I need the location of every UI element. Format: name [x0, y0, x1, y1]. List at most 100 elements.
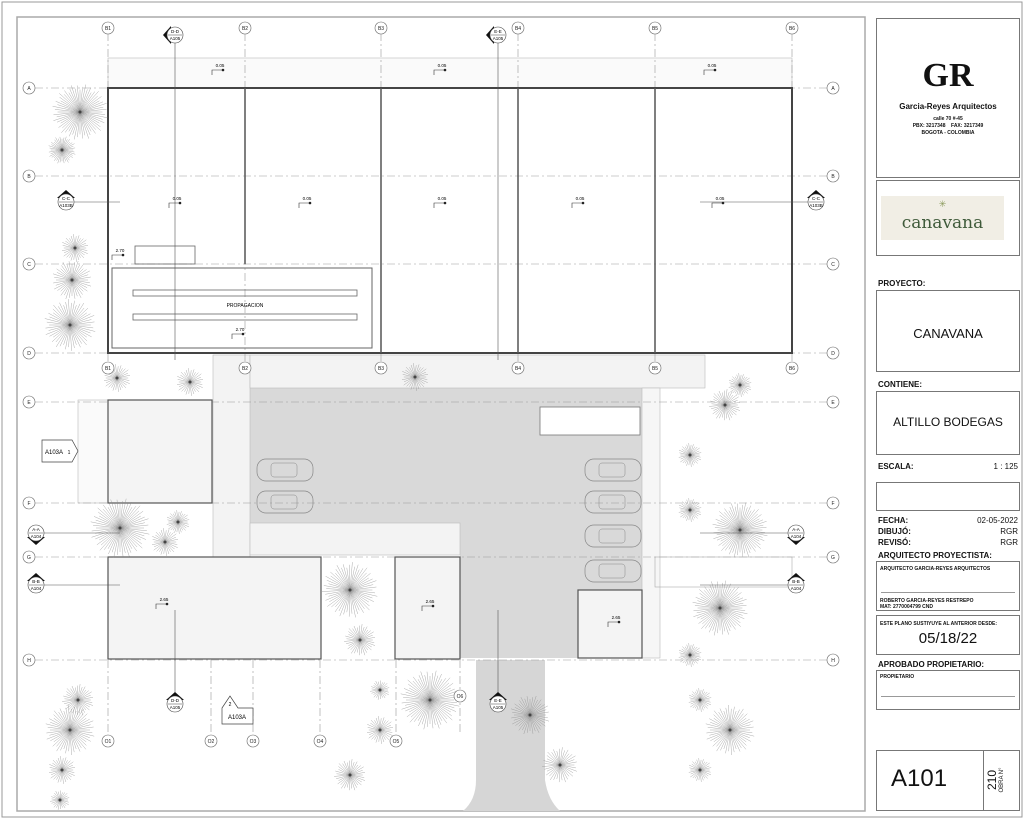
svg-text:D: D: [27, 351, 31, 357]
client-logo-panel: ✳ canavana: [876, 180, 1020, 256]
grid-bubble-o3: O3: [246, 734, 260, 748]
car: [584, 490, 642, 514]
svg-text:F: F: [27, 501, 30, 507]
owner-label: PROPIETARIO: [880, 674, 915, 680]
svg-text:H: H: [27, 658, 31, 664]
svg-text:0.05: 0.05: [438, 63, 447, 68]
tree: [334, 759, 366, 791]
car: [584, 524, 642, 548]
tree: [678, 498, 702, 522]
firm-panel: GR Garcia-Reyes Arquitectos calle 70 #-4…: [876, 18, 1020, 178]
trees: [44, 84, 768, 810]
svg-text:A104: A104: [791, 534, 802, 539]
grid-bubble-o2: O2: [204, 734, 218, 748]
level-mark-roof: 0.05: [298, 196, 312, 208]
tree: [709, 389, 741, 421]
architect-mat: MAT: 2770004799 CND: [880, 604, 933, 610]
svg-text:2.70: 2.70: [236, 327, 245, 332]
section-markers: D-DA105E-EA105C-CA103BC-CA103BA-AA104A-A…: [27, 26, 825, 713]
tree: [370, 680, 390, 700]
level-mark-roof: 0.05: [433, 63, 447, 75]
project-name: CANAVANA: [913, 326, 983, 341]
sun-icon: ✳: [938, 199, 947, 209]
grid-bubble-row-f: F: [22, 496, 36, 510]
grid-bubble-b5-lower: B5: [648, 361, 662, 375]
grid-bubble-row-a-right: A: [826, 81, 840, 95]
tree: [344, 624, 376, 656]
grid-bubble-b4: B4: [511, 21, 525, 35]
tree: [166, 510, 190, 534]
level-mark-lower: 2.65: [607, 615, 621, 627]
svg-text:B4: B4: [515, 26, 521, 32]
tree: [542, 747, 577, 783]
grid-bubble-b2: B2: [238, 21, 252, 35]
svg-text:0.05: 0.05: [173, 196, 182, 201]
svg-text:D-D: D-D: [171, 29, 180, 34]
svg-text:A105: A105: [493, 36, 504, 41]
svg-text:A103B: A103B: [809, 203, 823, 208]
level-mark-lower: 2.65: [155, 597, 169, 609]
owner-panel: PROPIETARIO: [876, 670, 1020, 710]
firm-phones: PBX: 3217348 FAX: 3217349: [912, 123, 984, 129]
svg-text:B4: B4: [515, 366, 521, 372]
grid-bubble-row-b-right: B: [826, 169, 840, 183]
svg-text:0.05: 0.05: [716, 196, 725, 201]
level-mark-roof: 0.05: [433, 196, 447, 208]
tree: [151, 528, 179, 556]
sheet-number: A101: [891, 765, 948, 792]
grid-bubble-row-d: D: [22, 346, 36, 360]
svg-text:A103A: A103A: [228, 715, 246, 721]
grid-bubble-row-e-right: E: [826, 395, 840, 409]
svg-text:F: F: [831, 501, 834, 507]
svg-text:B-B: B-B: [792, 579, 800, 584]
contains-label: CONTIENE:: [878, 380, 922, 389]
level-mark-propagation: 2.70: [231, 327, 245, 339]
sheet-number-panel: A101 210 OBRA N°: [876, 750, 1020, 811]
svg-text:2.65: 2.65: [160, 597, 169, 602]
svg-text:B6: B6: [789, 26, 795, 32]
tree: [52, 84, 108, 140]
level-mark-lower: 2.65: [421, 599, 435, 611]
svg-text:E: E: [831, 400, 835, 406]
svg-text:A105: A105: [170, 705, 181, 710]
svg-text:A: A: [27, 86, 31, 92]
drawn-row: DIBUJÓ:RGR: [878, 527, 1018, 536]
grid-bubble-b6-lower: B6: [785, 361, 799, 375]
svg-text:0.05: 0.05: [708, 63, 717, 68]
grid-bubble-row-b: B: [22, 169, 36, 183]
grid-bubble-row-d-right: D: [826, 346, 840, 360]
firm-city: BOGOTA - COLOMBIA: [921, 130, 975, 136]
svg-text:A104: A104: [31, 534, 42, 539]
grid-bubble-o1: O1: [101, 734, 115, 748]
project-panel: CANAVANA: [876, 290, 1020, 372]
tree: [401, 363, 429, 391]
car: [256, 490, 314, 514]
firm-address: calle 70 #-45: [933, 116, 963, 122]
grid-bubble-o6: O6: [453, 689, 467, 703]
grid-bubble-row-g: G: [22, 550, 36, 564]
replaces-label: ESTE PLANO SUSTIYUYE AL ANTERIOR DESDE:: [880, 621, 998, 627]
svg-text:A103A: A103A: [45, 450, 63, 456]
level-mark-roof: 0.05: [211, 63, 225, 75]
svg-text:B1: B1: [105, 366, 111, 372]
car: [584, 559, 642, 583]
tree: [62, 684, 94, 716]
tree: [176, 368, 204, 396]
grid-bubble-row-h: H: [22, 653, 36, 667]
level-mark-roof: 0.05: [703, 63, 717, 75]
svg-text:0.05: 0.05: [303, 196, 312, 201]
grid-bubble-row-f-right: F: [826, 496, 840, 510]
svg-text:O5: O5: [393, 739, 400, 745]
svg-text:B1: B1: [105, 26, 111, 32]
svg-text:O2: O2: [208, 739, 215, 745]
reviewed-row: REVISÓ:RGR: [878, 538, 1018, 547]
blank-panel: [876, 482, 1020, 511]
tree: [44, 299, 96, 351]
